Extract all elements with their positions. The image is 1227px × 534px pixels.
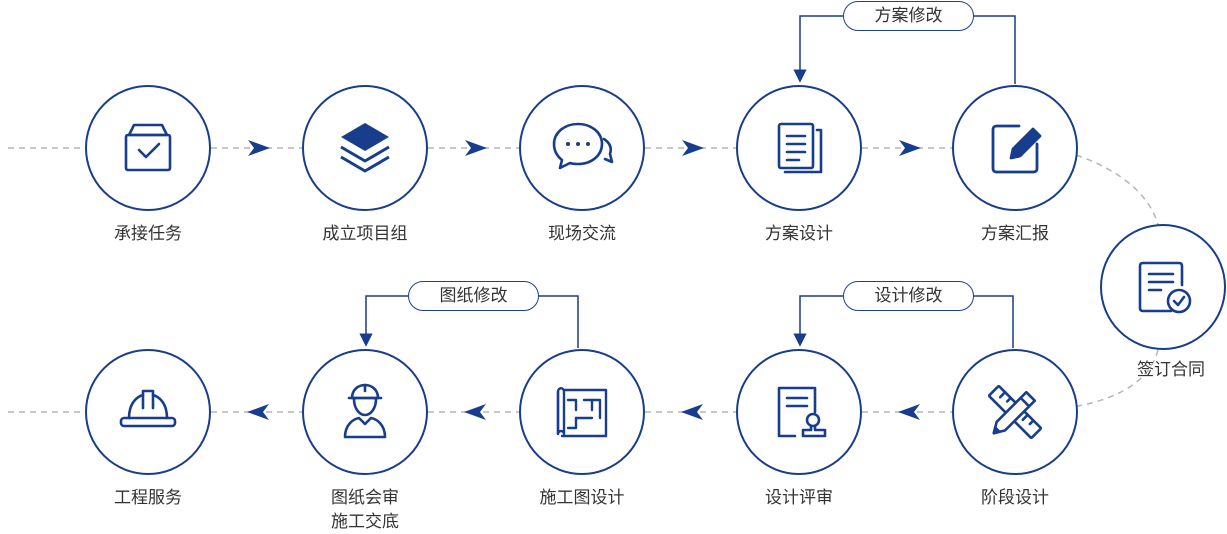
step-label-8: 设计评审 — [765, 488, 833, 508]
arrow-right-1 — [248, 140, 270, 156]
step-circle-1 — [85, 85, 211, 211]
step-circle-11 — [85, 349, 211, 475]
loop-label-design-revision: 设计修改 — [843, 281, 974, 311]
loop-label-drawing-revision: 图纸修改 — [408, 281, 539, 311]
loop-label-scheme-revision: 方案修改 — [843, 1, 974, 31]
arrow-right-3 — [682, 140, 704, 156]
step-label-10-line2: 施工交底 — [331, 512, 399, 532]
step-label-2: 成立项目组 — [322, 224, 408, 244]
step-label-10: 图纸会审 — [331, 488, 399, 508]
step-label-3: 现场交流 — [548, 224, 616, 244]
step-circle-4 — [736, 85, 862, 211]
step-circle-9 — [519, 349, 645, 475]
step-circle-10 — [302, 349, 428, 475]
box-check-icon — [124, 123, 172, 172]
step-label-1: 承接任务 — [114, 224, 182, 244]
document-list-icon — [777, 122, 823, 174]
arrow-left-1 — [247, 404, 269, 420]
step-label-6: 签订合同 — [1137, 360, 1205, 380]
arrow-right-4 — [899, 140, 921, 156]
step-label-9: 施工图设计 — [539, 488, 625, 508]
step-circle-8 — [736, 349, 862, 475]
step-label-11: 工程服务 — [114, 488, 182, 508]
arrow-left-3 — [681, 404, 703, 420]
worker-icon — [343, 383, 387, 439]
arrow-left-4 — [898, 404, 920, 420]
step-label-4: 方案设计 — [765, 224, 833, 244]
edit-square-icon — [991, 124, 1042, 174]
layers-icon — [340, 123, 390, 173]
step-circles — [85, 85, 1226, 475]
chat-bubbles-icon — [552, 122, 614, 170]
step-circle-6 — [1100, 224, 1226, 350]
document-stamp-icon — [777, 386, 827, 438]
arrow-left-2 — [464, 404, 486, 420]
hard-hat-icon — [119, 389, 177, 428]
step-label-7: 阶段设计 — [981, 488, 1049, 508]
ruler-pencil-icon — [987, 384, 1043, 440]
flow-arrows — [247, 140, 921, 420]
contract-check-icon — [1138, 261, 1192, 314]
step-label-5: 方案汇报 — [981, 224, 1049, 244]
step-circle-3 — [519, 85, 645, 211]
arrow-right-2 — [465, 140, 487, 156]
blueprint-icon — [556, 387, 608, 438]
